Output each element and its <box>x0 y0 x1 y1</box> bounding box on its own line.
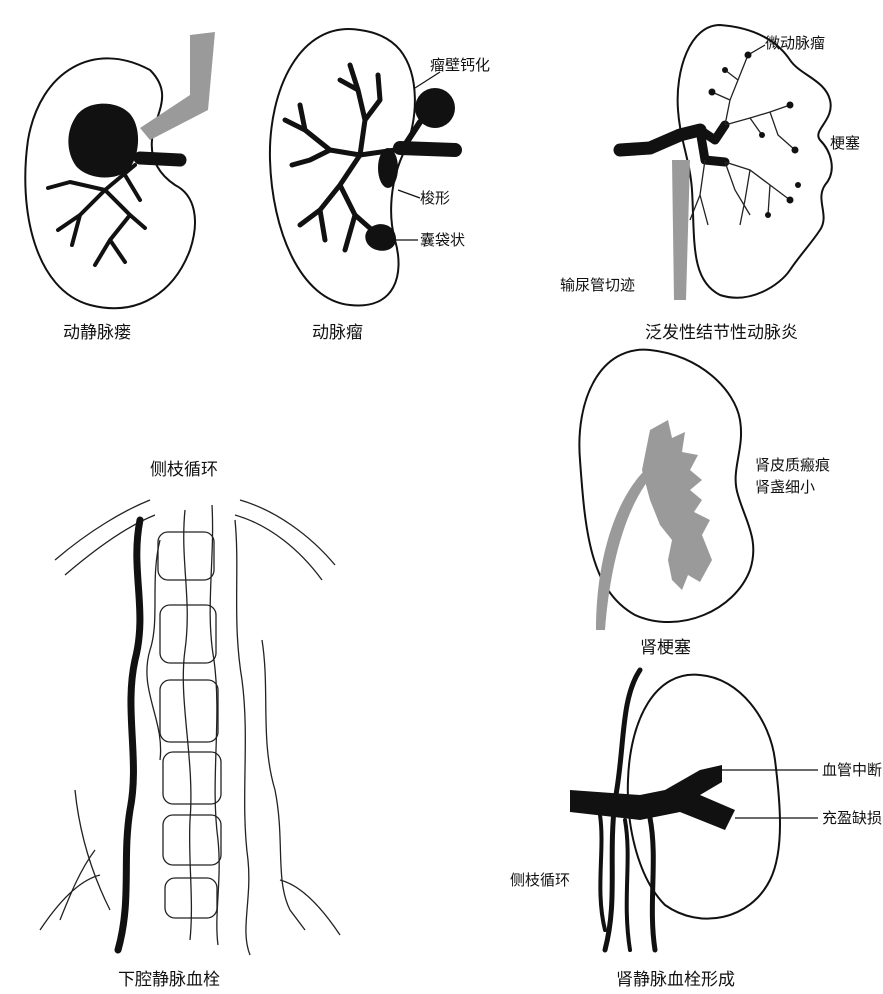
pan-micro-aneurysm <box>795 182 801 188</box>
ivc-title: 侧枝循环 <box>150 460 218 480</box>
avf-renal-artery <box>140 158 180 160</box>
ivc-caption: 下腔静脉血栓 <box>118 970 220 990</box>
panel-rvt: 血管中断 充盈缺损 侧枝循环 肾静脉血栓形成 <box>510 670 882 990</box>
avf-arterial-branches <box>48 165 145 265</box>
rvt-label-collateral: 侧枝循环 <box>510 871 570 889</box>
infarct-collecting-system <box>642 420 712 590</box>
pan-micro-aneurysm <box>792 147 799 154</box>
aneurysm-leader-calcified <box>415 72 440 88</box>
pan-micro-aneurysm <box>709 89 716 96</box>
rvt-collateral-vein <box>625 820 630 950</box>
rvt-label-filling-defect: 充盈缺损 <box>822 809 882 827</box>
panel-ivc: 侧枝循环 下腔静脉血栓 <box>40 460 340 990</box>
panel-pan: 微动脉瘤 梗塞 输尿管切迹 泛发性结节性动脉炎 <box>560 25 860 343</box>
avf-draining-vein <box>140 32 215 140</box>
ivc-paravertebral-vein <box>183 510 191 940</box>
panel-infarct: 肾皮质瘢痕 肾盏细小 肾梗塞 <box>579 350 830 658</box>
ivc-vertebra <box>163 752 221 804</box>
aneurysm-leader-fusiform <box>398 190 420 198</box>
ivc-pelvic-outline <box>40 875 340 935</box>
pan-hilum-trunk <box>700 125 725 162</box>
pan-micro-aneurysm <box>759 132 765 138</box>
infarct-caption: 肾梗塞 <box>640 638 691 658</box>
pan-label-ureter-notch: 输尿管切迹 <box>560 276 635 294</box>
pan-micro-aneurysm <box>765 212 771 218</box>
panel-aneurysm: 瘤壁钙化 梭形 囊袋状 动脉瘤 <box>270 29 490 343</box>
pan-label-infarct: 梗塞 <box>830 134 860 152</box>
avf-caption: 动静脉瘘 <box>63 323 131 343</box>
rvt-collateral-vein <box>600 815 605 930</box>
rvt-label-interruption: 血管中断 <box>822 761 882 779</box>
pan-caption: 泛发性结节性动脉炎 <box>645 323 798 343</box>
rvt-collateral-vein <box>650 818 655 950</box>
pan-micro-aneurysm <box>787 102 794 109</box>
aneurysm-fusiform <box>378 148 398 188</box>
infarct-label-cortex-scar: 肾皮质瘢痕 <box>755 456 830 474</box>
pan-micro-aneurysm <box>722 67 728 73</box>
pan-label-micro-aneurysm: 微动脉瘤 <box>765 34 825 52</box>
ivc-collateral-vein <box>235 520 250 955</box>
aneurysm-caption: 动脉瘤 <box>312 323 363 343</box>
infarct-label-kidney-small: 肾盏细小 <box>755 478 815 496</box>
ivc-rib-line <box>240 500 335 565</box>
panel-avf: 动静脉瘘 <box>25 32 215 343</box>
pan-ureter <box>672 160 690 300</box>
ivc-vertebra <box>160 680 218 742</box>
ivc-pelvic-vein <box>60 790 110 920</box>
aneurysm-label-saccular: 囊袋状 <box>420 231 465 249</box>
pan-main-artery <box>620 130 700 150</box>
ivc-vertebra <box>163 815 221 865</box>
ivc-collateral-vein-dark <box>118 520 140 950</box>
ivc-collateral-vein <box>262 640 305 930</box>
rvt-caption: 肾静脉血栓形成 <box>616 970 735 990</box>
aneurysm-label-fusiform: 梭形 <box>420 189 450 207</box>
aneurysm-arterial-tree <box>285 65 395 250</box>
ivc-rib-line <box>235 515 322 580</box>
aneurysm-main-artery <box>400 148 455 150</box>
pan-micro-aneurysm <box>787 197 794 204</box>
ivc-vertebra <box>158 532 214 580</box>
ivc-vertebra <box>160 605 216 663</box>
aneurysm-label-calcified: 瘤壁钙化 <box>430 56 490 74</box>
pan-leader-micro-aneurysm <box>748 45 765 55</box>
avf-fistula-mass <box>68 104 138 178</box>
